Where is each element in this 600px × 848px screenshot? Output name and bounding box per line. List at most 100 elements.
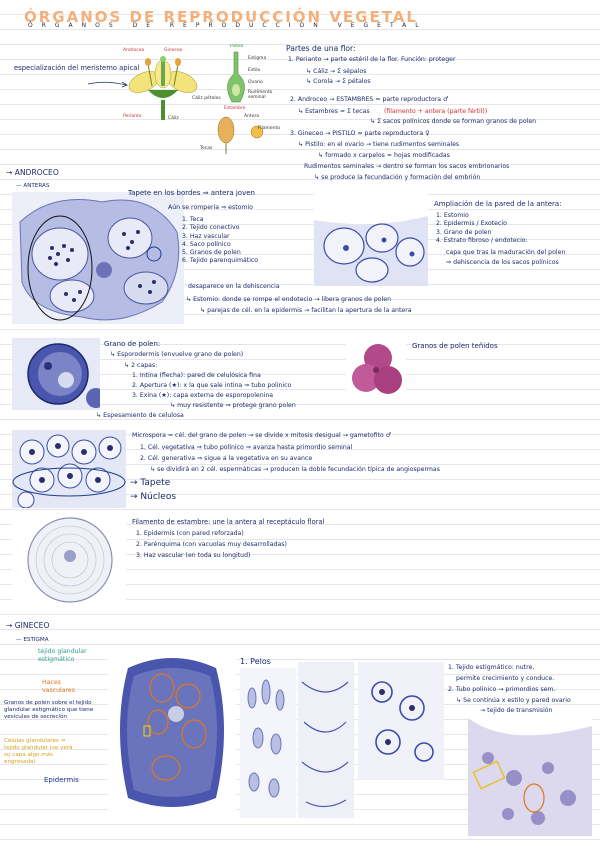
filamento-item-1: 1. Epidermis (con pared reforzada) (136, 530, 244, 537)
ampl-4: 4. Estrato fibroso / endotecio: (436, 236, 528, 244)
anther-part-1: 1. Teca (182, 216, 204, 223)
sub-anteras-label: ANTERAS (23, 183, 50, 189)
parts-carpelos: ↳ formado x carpelos = hojas modificadas (318, 152, 450, 159)
ampl-list: 1. Estomio 2. Epidermis / Exotecio 3. Gr… (436, 212, 528, 245)
section-androceo: → ANDROCEO (6, 168, 59, 177)
parts-title: Partes de una flor: (286, 44, 356, 53)
flower-diagram: Androceo Gineceo Pistilo Estigma Estilo … (122, 44, 282, 156)
label-pistilo: Pistilo (230, 44, 244, 49)
gineceo-note-3: 2. Tubo polínico → primordios sem. (448, 686, 556, 693)
label-androceo: Androceo (123, 48, 145, 53)
pollen-micrograph (12, 338, 100, 410)
microspora-tapete: → Tapete (130, 478, 171, 488)
polen-tenidos: Granos de polen teñidos (412, 342, 498, 350)
microspora-nucleos: → Núcleos (130, 492, 177, 502)
microspora-item-2b: ↳ se dividirá en 2 cél. espermáticas → p… (150, 466, 440, 473)
label-haces: Haces vasculares (42, 679, 75, 694)
polen-title: Grano de polen: (104, 340, 161, 348)
parts-gineceo: 3. Gineceo → PISTILO = parte reproductor… (290, 130, 430, 137)
gineceo-note-4: ↳ Se continúa x estilo y pared ovario (456, 697, 571, 704)
anther-part-6: 6. Tejido parenquimático (182, 257, 259, 265)
ampl-2: 2. Epidermis / Exotecio (436, 220, 507, 228)
page-subtitle: ÓRGANOS DE REPRODUCCIÓN VEGETAL (28, 22, 428, 29)
filamento-title: Filamento de estambre: une la antera al … (132, 518, 325, 526)
parts-pistilo: ↳ Pistilo: en el ovario → tiene rudiment… (298, 141, 460, 148)
label-estilo: Estilo (248, 68, 261, 73)
microspora-line: Microspora = cél. del grano de polen → s… (132, 432, 392, 439)
label-epidermis: Epidermis (44, 776, 79, 784)
parts-estambres: ↳ Estambres = Σ tecas (298, 108, 370, 115)
stigma-detail-2 (358, 662, 444, 780)
rompe-note: Aún se rompería ⇒ estomio (168, 204, 253, 211)
ampl-1: 1. Estomio (436, 212, 469, 219)
transmission-tissue-micrograph (468, 718, 592, 836)
anther-part-4: 4. Saco polínico (182, 240, 231, 248)
ampl-3: 3. Grano de polen (436, 228, 492, 236)
parts-filamento-antera: (filamento + antera (parte fértil)) (384, 108, 488, 115)
anther-part-3: 3. Haz vascular (182, 232, 230, 240)
polen-item-2: 2. Apertura (★): x la que sale intina ⇒ … (132, 382, 292, 389)
polen-espesamiento: ↳ Espesamiento de celulosa (96, 412, 184, 419)
label-ovario: Ovario (248, 80, 263, 85)
label-tejido-glandular: tejido glandular estigmático (38, 648, 87, 663)
section-androceo-label: ANDROCEO (14, 168, 59, 177)
sub-estigma: — ESTIGMA (16, 637, 49, 643)
parejas-note: ↳ parejas de cél. en la epidermis → faci… (200, 307, 412, 314)
label-antera: Antera (244, 114, 260, 119)
meristem-arrow (87, 81, 128, 88)
polen-item-1: 1. Intina (flecha): pared de celulósica … (132, 372, 261, 379)
label-celulas-glandulares: Células glandulares ⇒ tejido glandular (… (4, 738, 73, 765)
parts-caliz: ↳ Cáliz → Σ sépalos (306, 68, 367, 75)
ampl-note2: ⇒ dehiscencia de los sacos polínicos (446, 259, 559, 266)
microspora-item-2: 2. Cél. generativa ⇒ sigue a la vegetati… (140, 455, 313, 462)
estomio-note: ↳ Estomio: donde se rompe el endotecio →… (186, 296, 392, 303)
tapete-note: Tapete en los bordes ⇒ antera joven (128, 189, 255, 197)
label-estambre: Estambre (224, 106, 246, 111)
parts-sacos: ↳ Σ sacos polínicos donde se forman gran… (370, 118, 537, 125)
anther-micrograph (12, 192, 184, 324)
anther-wall-micrograph (314, 194, 428, 286)
meristem-label: especialización del meristemo apical (14, 64, 140, 72)
parts-corola: ↳ Corola → Σ pétalos (306, 78, 371, 85)
desaparece-note: desaparece en la dehiscencia (188, 283, 280, 290)
gineceo-note-1: 1. Tejido estigmático: nutre, (448, 664, 535, 671)
label-estigma: Estigma (248, 56, 267, 61)
pelos-micrograph (240, 668, 296, 818)
label-filamento: Filamento (258, 126, 281, 131)
polen-capas: ↳ 2 capas: (124, 362, 158, 369)
label-rudimentos: Rudimento seminal (248, 90, 273, 100)
label-caliz-petalos: Cáliz pétalos (192, 96, 221, 101)
ampl-title: Ampliación de la pared de la antera: (434, 200, 562, 208)
polen-esporodermis: ↳ Esporodermis (envuelve grano de polen) (110, 351, 244, 358)
sub-estigma-label: ESTIGMA (23, 637, 49, 643)
stigma-micrograph (108, 648, 236, 816)
stained-pollen-image (346, 340, 406, 400)
parts-androceo: 2. Androceo → ESTAMBRES = parte reproduc… (290, 96, 449, 103)
parts-perianto: 1. Perianto → parte estéril de la flor. … (288, 56, 456, 63)
label-gineceo: Gineceo (164, 48, 183, 53)
polen-item-3: 3. Exina (★): capa externa de esporopole… (132, 392, 274, 399)
gineceo-note-2: permite crecimiento y conduce. (456, 675, 555, 682)
sub-anteras: — ANTERAS (16, 183, 50, 189)
pelos-label: 1. Pelos (240, 657, 271, 666)
filamento-item-3: 3. Haz vascular (en toda su longitud) (136, 552, 251, 559)
polen-item-4: ↳ muy resistente ⇒ protege grano polen (170, 402, 296, 409)
label-granos-estigma: Granos de polen sobre el tejido glandula… (4, 700, 94, 720)
microspora-tapete-label: Tapete (140, 478, 171, 488)
microspore-micrograph (12, 430, 126, 508)
filament-micrograph (12, 516, 126, 604)
filamento-item-2: 2. Parénquima (con vacuolas muy desarrol… (136, 541, 287, 548)
section-gineceo: → GINECEO (6, 621, 50, 630)
stigma-detail-1 (298, 662, 354, 818)
parts-rudimentos: Rudimentos seminales → dentro se forman … (304, 163, 510, 170)
anther-parts-list: 1. Teca 2. Tejido conectivo 3. Haz vascu… (182, 216, 258, 266)
label-perianto: Perianto (123, 114, 142, 119)
section-gineceo-label: GINECEO (14, 621, 50, 630)
label-caliz: Cáliz (168, 116, 179, 121)
label-tecas: Tecas (200, 146, 213, 151)
microspora-item-1: 1. Cél. vegetativa ⇒ tubo polínico ⇒ ava… (140, 444, 353, 451)
microspora-nucleos-label: Núcleos (140, 492, 177, 502)
gineceo-note-5: → tejido de transmisión (480, 707, 553, 714)
parts-fecundacion: ↳ se produce la fecundación y formación … (314, 174, 481, 181)
ampl-note1: capa que tras la maduración del polen (446, 249, 566, 256)
